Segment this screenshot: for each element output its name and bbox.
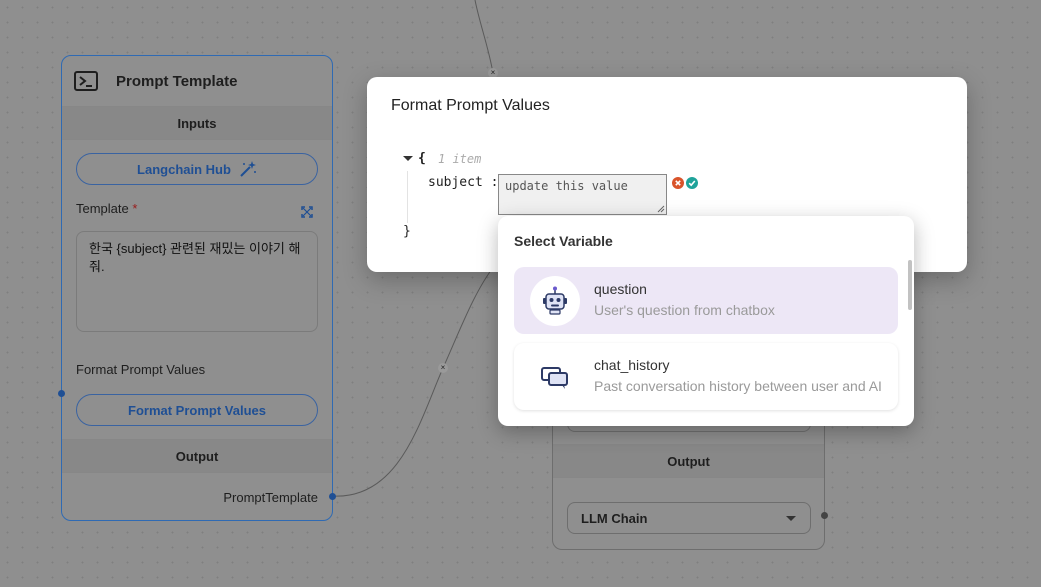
json-close-brace: } xyxy=(403,224,411,239)
input-handle[interactable] xyxy=(58,390,65,397)
output-section-header: Output xyxy=(553,444,824,478)
variable-description: User's question from chatbox xyxy=(594,302,775,318)
json-open-brace: { xyxy=(418,151,426,166)
popup-scrollbar[interactable] xyxy=(908,260,912,310)
edge-delete-button[interactable]: × xyxy=(488,68,498,78)
output-handle[interactable] xyxy=(821,512,828,519)
popup-title: Select Variable xyxy=(514,233,613,249)
output-type-select[interactable]: LLM Chain xyxy=(567,502,811,534)
terminal-icon xyxy=(74,71,98,91)
cancel-edit-icon[interactable] xyxy=(672,177,684,189)
confirm-edit-icon[interactable] xyxy=(686,177,698,189)
required-mark: * xyxy=(132,201,138,216)
magic-wand-icon xyxy=(240,161,256,177)
edge-delete-button[interactable]: × xyxy=(438,363,448,373)
output-section-header: Output xyxy=(62,439,332,473)
template-textarea[interactable]: 한국 {subject} 관련된 재밌는 이야기 해줘. xyxy=(76,231,318,332)
node-header: Prompt Template xyxy=(62,56,332,106)
output-anchor-label: PromptTemplate xyxy=(223,490,318,505)
expand-icon[interactable] xyxy=(301,206,313,218)
format-prompt-values-button[interactable]: Format Prompt Values xyxy=(76,394,318,426)
select-variable-popup: Select Variable question User's question… xyxy=(498,216,914,426)
chevron-down-icon xyxy=(786,516,796,521)
template-label-text: Template xyxy=(76,201,129,216)
output-type-value: LLM Chain xyxy=(581,510,648,526)
node-title: Prompt Template xyxy=(116,72,238,90)
format-prompt-values-button-label: Format Prompt Values xyxy=(128,402,266,418)
chat-bubbles-icon xyxy=(530,352,580,402)
variable-name: question xyxy=(594,281,647,297)
json-value-input[interactable]: update this value xyxy=(498,174,667,215)
json-key: subject : xyxy=(428,175,499,190)
resize-grip-icon[interactable] xyxy=(657,205,665,213)
format-prompt-values-label: Format Prompt Values xyxy=(76,362,206,377)
template-label: Template * xyxy=(76,201,137,216)
prompt-template-node[interactable]: Prompt Template Inputs Langchain Hub Tem… xyxy=(58,55,336,521)
variable-item-question[interactable]: question User's question from chatbox xyxy=(514,267,898,334)
collapse-caret-icon[interactable] xyxy=(403,156,413,161)
variable-item-chat-history[interactable]: chat_history Past conversation history b… xyxy=(514,343,898,410)
langchain-hub-button[interactable]: Langchain Hub xyxy=(76,153,318,185)
item-count: 1 item xyxy=(438,152,482,166)
inputs-section-header: Inputs xyxy=(62,106,332,140)
robot-icon xyxy=(530,276,580,326)
langchain-hub-label: Langchain Hub xyxy=(137,161,231,177)
json-value-text: update this value xyxy=(505,179,628,193)
indent-guide xyxy=(407,171,408,223)
variable-name: chat_history xyxy=(594,357,670,373)
dialog-title: Format Prompt Values xyxy=(391,97,550,114)
variable-description: Past conversation history between user a… xyxy=(594,378,882,394)
output-handle[interactable] xyxy=(329,493,336,500)
